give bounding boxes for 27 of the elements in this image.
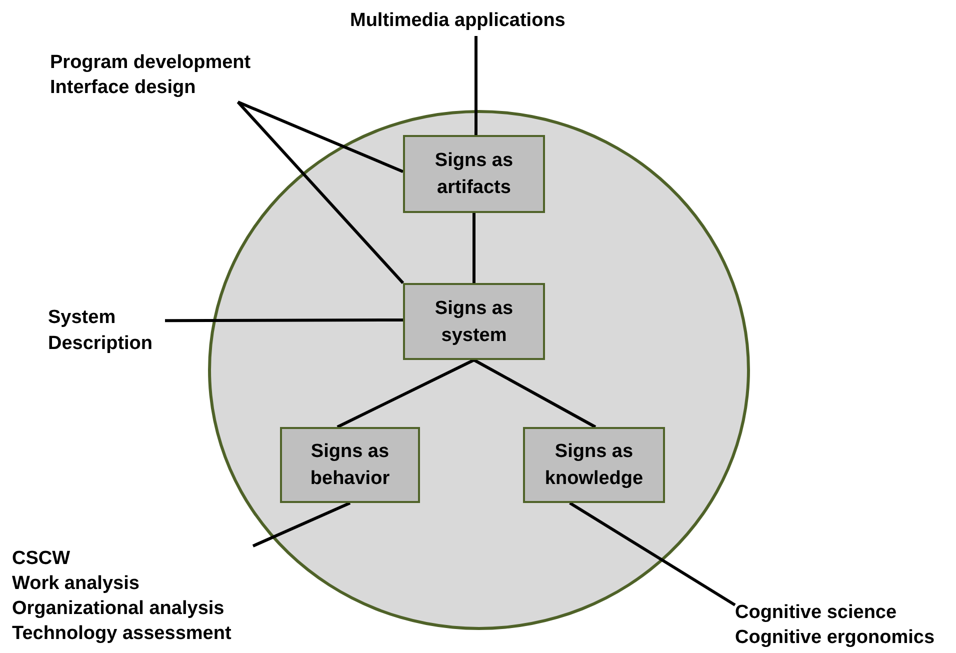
concept-box (280, 427, 420, 503)
connector-line (473, 358, 596, 428)
connector-line (236, 100, 404, 284)
box-label: Signs as artifacts (434, 149, 514, 200)
connector-line (472, 213, 476, 283)
text-label: Work analysis (12, 572, 140, 596)
text-label: Multimedia applications (350, 9, 566, 33)
concept-box (403, 135, 545, 213)
connector-line (569, 502, 736, 606)
connector-line (237, 100, 404, 174)
connector-line (474, 36, 478, 135)
text-label: Program development (50, 51, 252, 75)
text-label: Organizational analysis (12, 597, 226, 621)
connector-line (336, 358, 475, 428)
text-label: CSCW (12, 547, 72, 571)
text-label: Interface design (50, 76, 197, 100)
text-label: Cognitive ergonomics (735, 626, 936, 650)
text-label: Technology assessment (12, 622, 232, 646)
connector-line (252, 502, 351, 548)
connector-line (165, 318, 403, 322)
concept-box (523, 427, 665, 503)
box-label: Signs as knowledge (544, 440, 644, 491)
box-label: Signs as behavior (309, 440, 391, 491)
box-label: Signs as system (434, 296, 514, 348)
concept-box (403, 283, 545, 360)
text-label: System Description (48, 306, 154, 356)
text-label: Cognitive science (735, 601, 898, 625)
